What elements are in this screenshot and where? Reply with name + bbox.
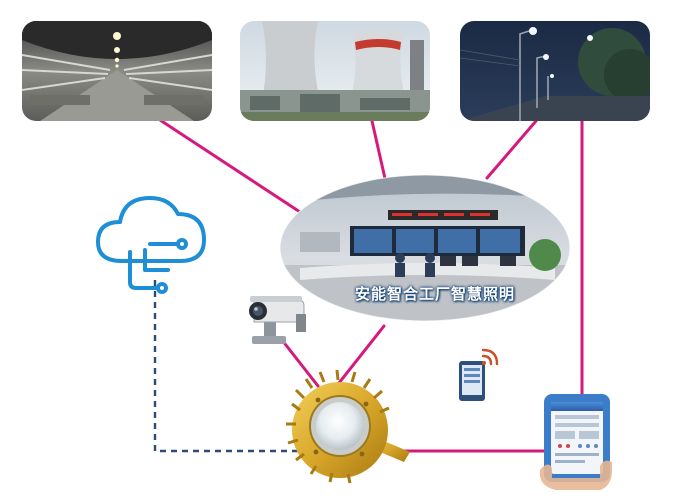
connector-cloud-lamp-dashed <box>153 280 305 453</box>
tunnel-photo <box>22 21 212 121</box>
street-lights-photo <box>460 21 650 121</box>
connector-power-plant <box>370 119 388 185</box>
connector-tunnel <box>158 118 302 214</box>
connector-lamp-center <box>333 324 386 390</box>
security-camera-icon <box>249 296 306 344</box>
cloud-icon <box>96 196 206 294</box>
connector-street <box>485 119 538 180</box>
control-room-photo <box>280 175 570 321</box>
explosion-proof-lamp-icon <box>286 369 410 484</box>
tablet-wireless-icon <box>459 348 499 401</box>
connector-camera-lamp <box>280 338 320 388</box>
smartphone-app-icon <box>539 394 612 490</box>
connector-lines <box>158 118 584 453</box>
center-title-label: 安能智合工厂智慧照明 <box>354 285 515 303</box>
power-plant-photo <box>240 21 430 121</box>
